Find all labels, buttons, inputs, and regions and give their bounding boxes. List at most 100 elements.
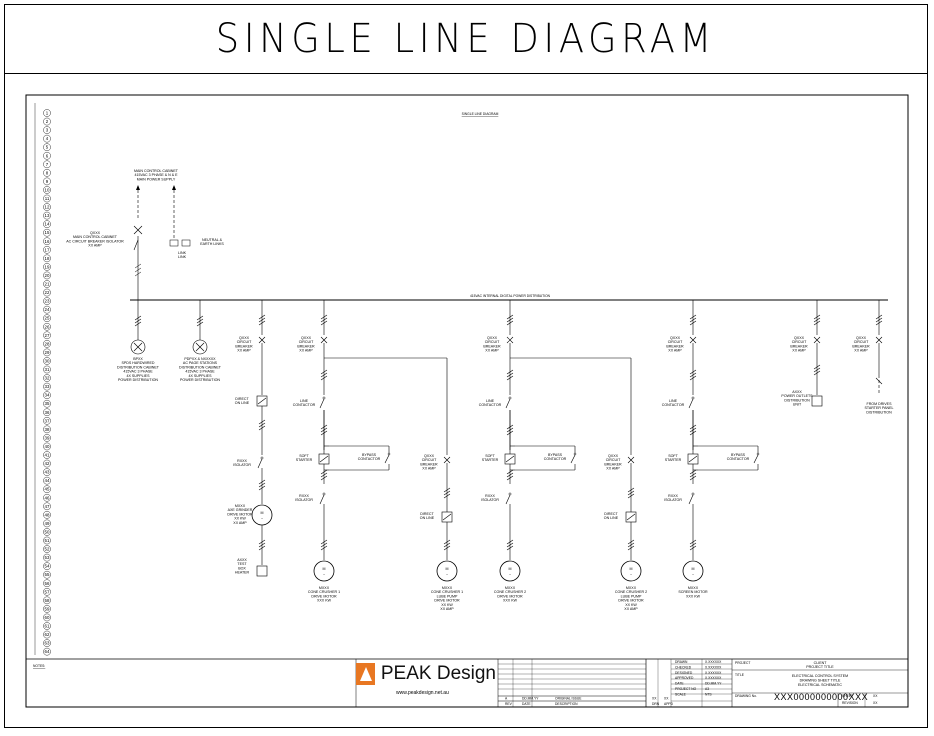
grid-marker (43, 562, 51, 570)
svg-text:~: ~ (509, 573, 511, 577)
svg-text:~: ~ (692, 573, 694, 577)
grid-marker (43, 271, 51, 280)
grid-marker (43, 134, 51, 143)
grid-number: 58 (45, 598, 50, 603)
grid-marker (43, 382, 51, 391)
motor-symbol (620, 560, 642, 582)
svg-text:M: M (446, 567, 449, 571)
grid-number: 18 (45, 256, 50, 261)
revision-label: REVISION (842, 701, 858, 705)
grid-marker (43, 622, 51, 630)
grid-marker (43, 639, 51, 647)
grid-marker (43, 416, 51, 425)
grid-number: 53 (45, 555, 50, 560)
grid-marker (43, 117, 51, 126)
grid-number: 10 (45, 187, 50, 192)
grid-number: 22 (45, 290, 50, 295)
grid-number: 25 (45, 316, 50, 321)
drawing-frame: SINGLE LINE DIAGRAM (4, 4, 928, 728)
grid-marker (43, 126, 51, 134)
motor-symbol (313, 560, 335, 582)
grid-number: 27 (45, 333, 50, 338)
grid-number: 1 (46, 111, 49, 116)
grid-marker (43, 194, 51, 203)
grid-number: 30 (45, 358, 50, 363)
title-block-label: APPROVED (675, 676, 694, 680)
grid-marker (43, 331, 51, 340)
title-block-value: X.XXXXXX (705, 676, 722, 680)
grid-number: 43 (45, 470, 50, 475)
rev-header: REV (505, 702, 513, 706)
grid-number: 21 (45, 282, 50, 287)
rev-value: A (505, 697, 508, 701)
grid-number: 15 (45, 230, 50, 235)
grid-number: 3 (46, 128, 49, 133)
grid-number: 31 (45, 367, 50, 372)
grid-number: 20 (45, 273, 50, 278)
grid-number: 60 (45, 615, 50, 620)
grid-number: 12 (45, 205, 50, 210)
grid-number: 9 (46, 179, 49, 184)
distribution-cabinet-symbol (192, 339, 208, 355)
grid-number: 23 (45, 299, 50, 304)
svg-text:M: M (509, 567, 512, 571)
sheet-border (25, 94, 909, 708)
drawing-number: XXX0000000000XXX (774, 692, 869, 702)
grid-marker (43, 425, 51, 434)
grid-marker (43, 613, 51, 622)
grid-number: 2 (46, 119, 49, 124)
title-block-value: X.XXXXXX (705, 660, 722, 664)
grid-marker (43, 254, 51, 263)
grid-marker (43, 211, 51, 220)
grid-marker (43, 280, 51, 288)
grid-marker (43, 605, 51, 613)
title-block-label: DATE (675, 682, 684, 686)
grid-number: 29 (45, 350, 50, 355)
revision-value: XX (873, 701, 878, 705)
grid-number: 62 (45, 632, 50, 637)
grid-marker (43, 519, 51, 528)
sheet-label: SHEET (842, 694, 853, 698)
svg-text:M: M (323, 567, 326, 571)
svg-text:~: ~ (323, 573, 325, 577)
heater-box (256, 565, 268, 577)
rev-value: XX (652, 697, 657, 701)
grid-marker (43, 451, 51, 459)
rev-value: DD.MM.YY (522, 697, 539, 701)
grid-number: 28 (45, 341, 50, 346)
grid-marker (43, 647, 51, 656)
grid-number: 38 (45, 427, 50, 432)
grid-marker (43, 322, 51, 331)
motor-symbol (499, 560, 521, 582)
grid-reference-column: 1234567891011121314151617181920212223242… (43, 109, 51, 656)
grid-marker (43, 545, 51, 553)
grid-number: 33 (45, 384, 50, 389)
company-logo: PEAK Design (356, 661, 496, 687)
grid-marker (43, 263, 51, 271)
title-block-label: SCALE (675, 692, 687, 696)
grid-number: 32 (45, 376, 50, 381)
